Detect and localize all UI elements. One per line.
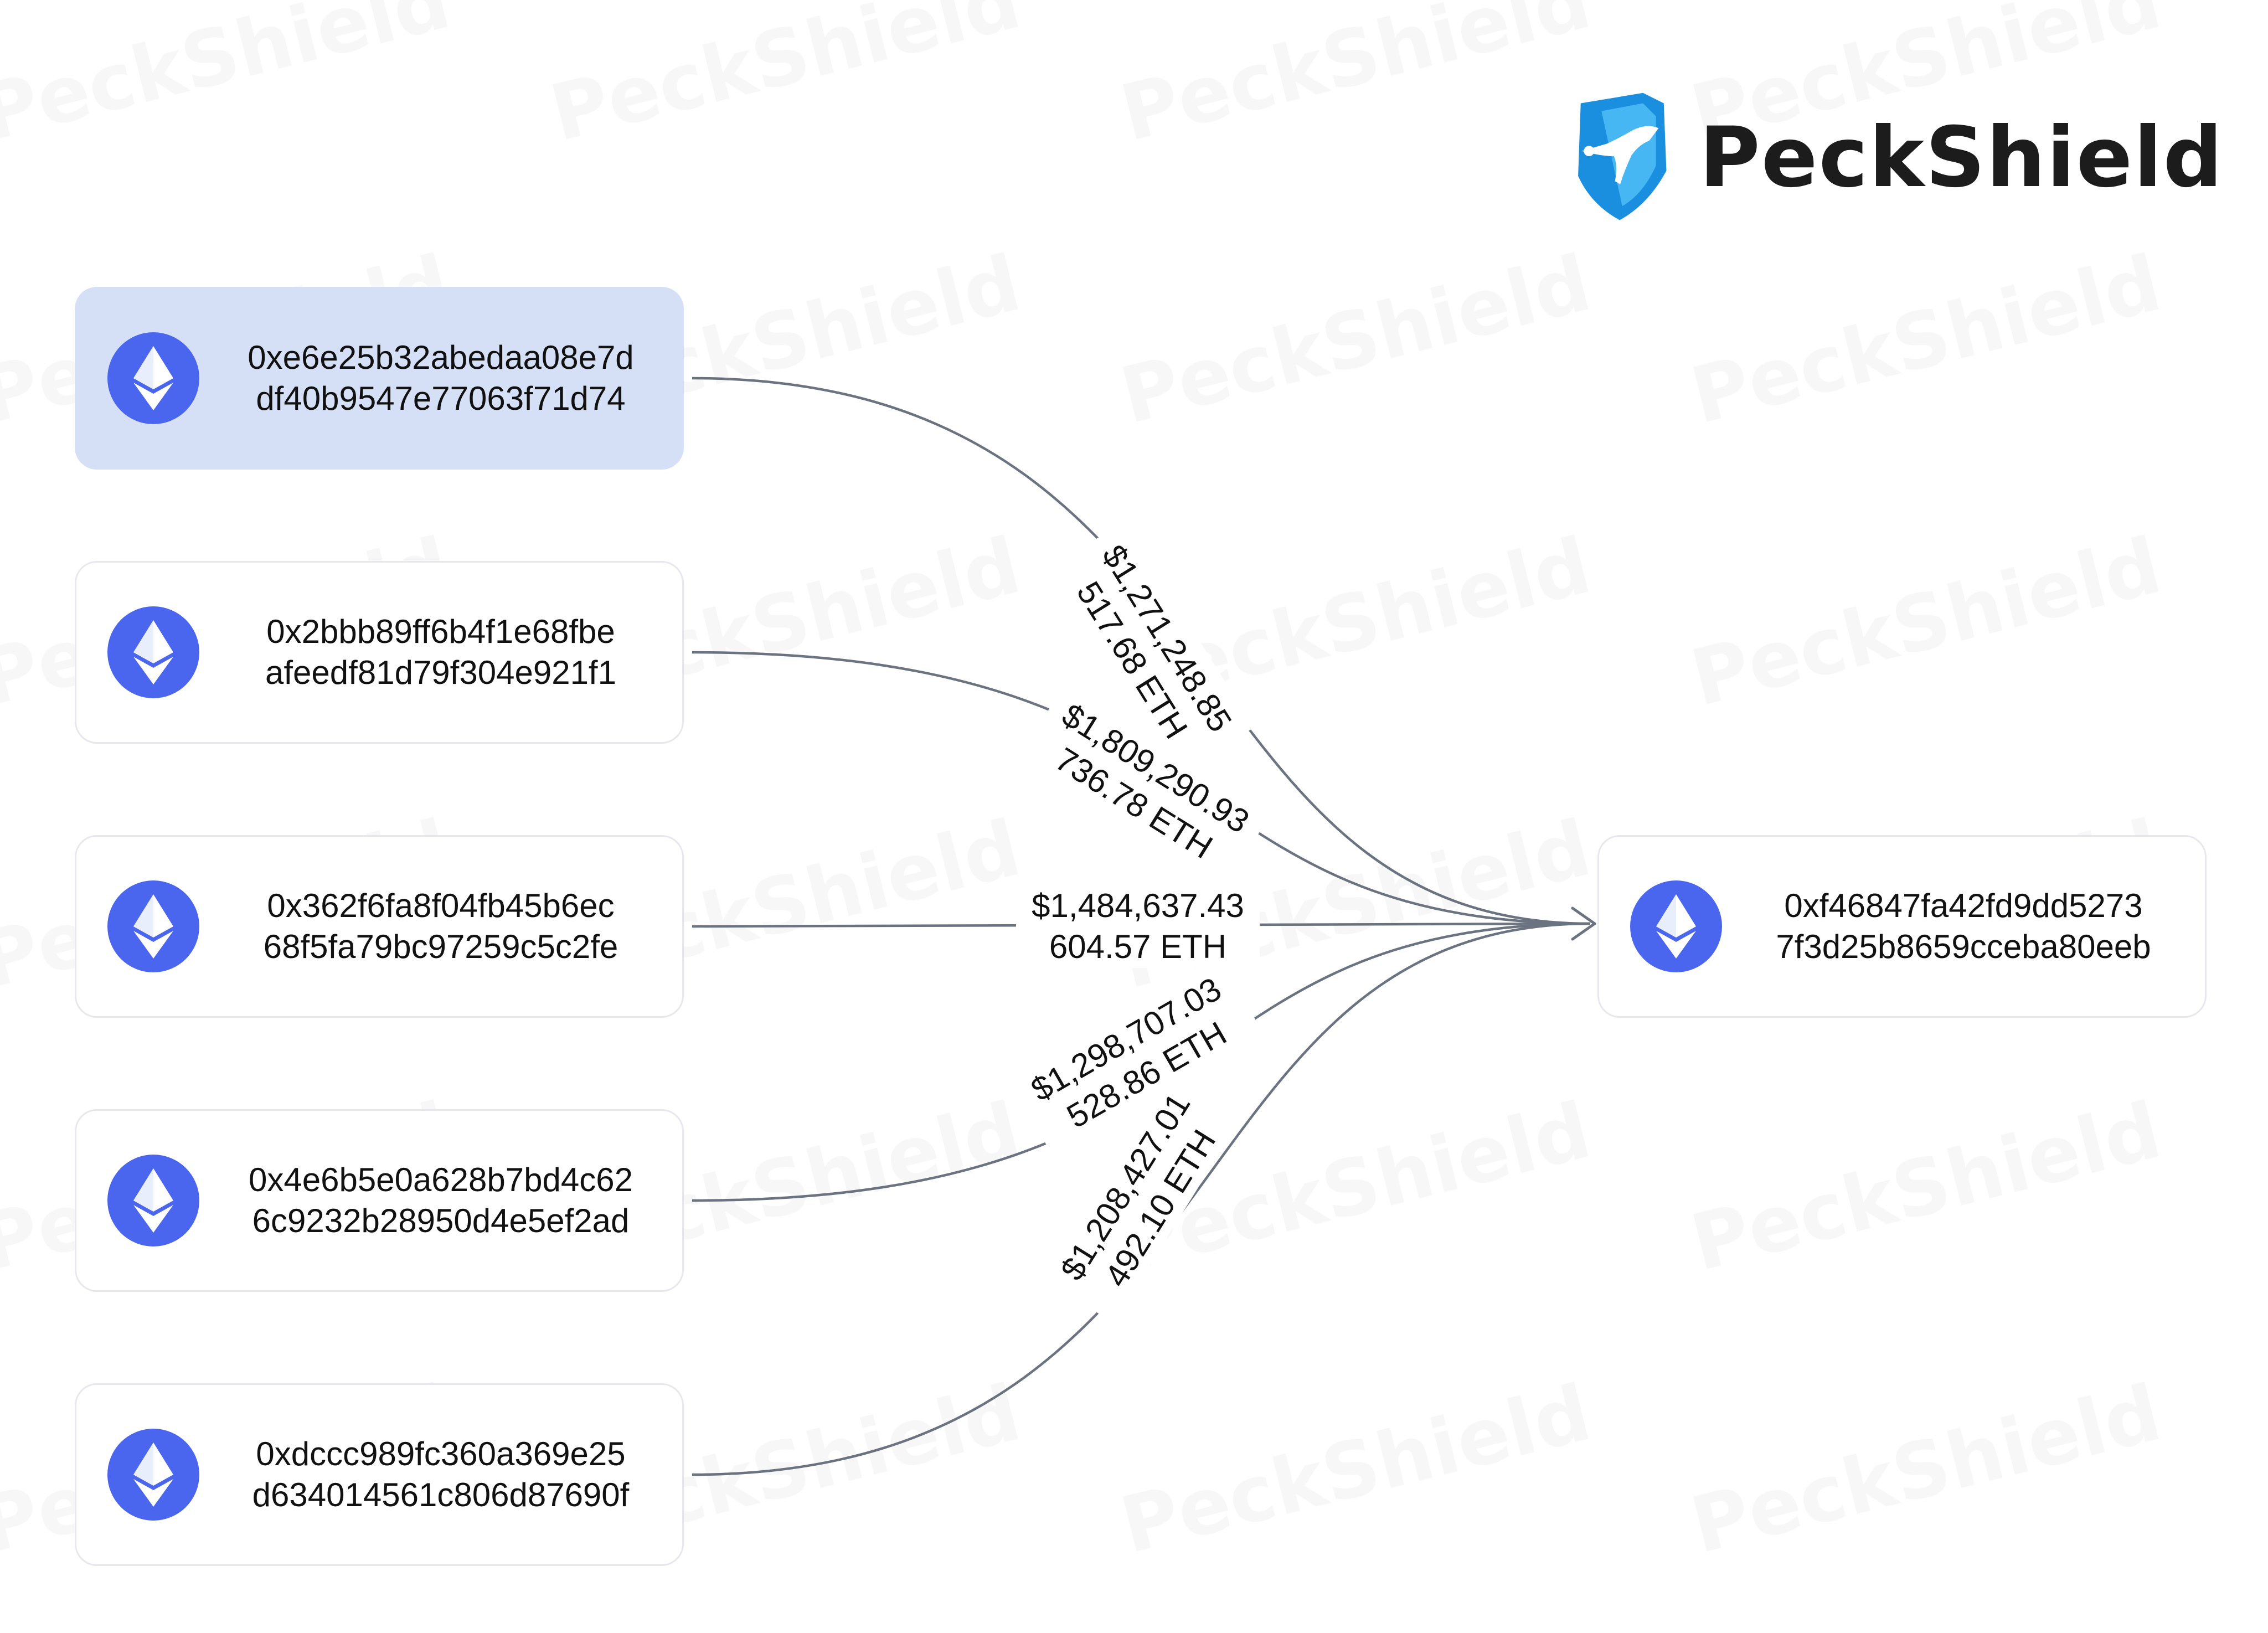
wallet-address: 0xf46847fa42fd9dd5273 7f3d25b8659cceba80… [1735,885,2205,967]
address-line-2: 6c9232b28950d4e5ef2ad [252,1202,630,1239]
transfer-eth-amount: 604.57 ETH [1049,928,1226,965]
transfer-label-background [1019,681,1273,886]
ethereum-icon [133,894,173,959]
wallet-address: 0x4e6b5e0a628b7bd4c62 6c9232b28950d4e5ef… [213,1160,682,1242]
wallet-address: 0x2bbb89ff6b4f1e68fbe afeedf81d79f304e92… [213,611,682,693]
transfer-edge [692,922,1591,1476]
ethereum-icon [133,620,173,684]
transfer-label-background [1007,955,1263,1155]
ethereum-badge [107,880,199,972]
transfer-label-background [1016,879,1260,968]
source-node[interactable]: 0xe6e25b32abedaa08e7d df40b9547e77063f71… [75,287,684,470]
ethereum-badge [1630,880,1722,972]
peckshield-logo: PeckShield [1570,89,2224,227]
ethereum-icon [133,1443,173,1507]
address-line-2: 68f5fa79bc97259c5c2fe [263,928,618,965]
bird-shield-icon [1578,92,1667,220]
target-node[interactable]: 0xf46847fa42fd9dd5273 7f3d25b8659cceba80… [1597,835,2207,1018]
address-line-2: 7f3d25b8659cceba80eeb [1776,928,2151,965]
address-line-1: 0x362f6fa8f04fb45b6ec [267,887,615,924]
address-line-1: 0xf46847fa42fd9dd5273 [1784,887,2143,924]
source-node[interactable]: 0x4e6b5e0a628b7bd4c62 6c9232b28950d4e5ef… [75,1109,684,1292]
wallet-address: 0x362f6fa8f04fb45b6ec 68f5fa79bc97259c5c… [213,885,682,967]
address-line-1: 0xdccc989fc360a369e25 [256,1435,626,1472]
address-line-2: df40b9547e77063f71d74 [256,380,626,417]
wallet-address: 0xe6e25b32abedaa08e7d df40b9547e77063f71… [213,337,682,419]
transfer-label: $1,484,637.43 604.57 ETH [1016,879,1260,968]
ethereum-icon [1656,894,1696,959]
transfer-label-background [1038,1069,1243,1323]
brand-name: PeckShield [1699,110,2224,206]
address-line-1: 0x4e6b5e0a628b7bd4c62 [248,1161,633,1198]
transfer-label-background [1049,521,1254,775]
wallet-address: 0xdccc989fc360a369e25 d634014561c806d876… [213,1434,682,1516]
transfer-usd-amount: $1,484,637.43 [1032,887,1244,924]
ethereum-badge [107,1155,199,1246]
address-line-2: afeedf81d79f304e921f1 [265,654,616,691]
ethereum-badge [107,332,199,424]
address-line-2: d634014561c806d87690f [252,1476,630,1513]
address-line-1: 0x2bbb89ff6b4f1e68fbe [266,613,615,650]
source-node[interactable]: 0x2bbb89ff6b4f1e68fbe afeedf81d79f304e92… [75,561,684,744]
ethereum-badge [107,606,199,698]
ethereum-badge [107,1429,199,1521]
source-node[interactable]: 0xdccc989fc360a369e25 d634014561c806d876… [75,1383,684,1566]
ethereum-icon [133,346,173,410]
arrowhead [1571,906,1596,941]
ethereum-icon [133,1168,173,1233]
source-node[interactable]: 0x362f6fa8f04fb45b6ec 68f5fa79bc97259c5c… [75,835,684,1018]
address-line-1: 0xe6e25b32abedaa08e7d [248,339,634,376]
